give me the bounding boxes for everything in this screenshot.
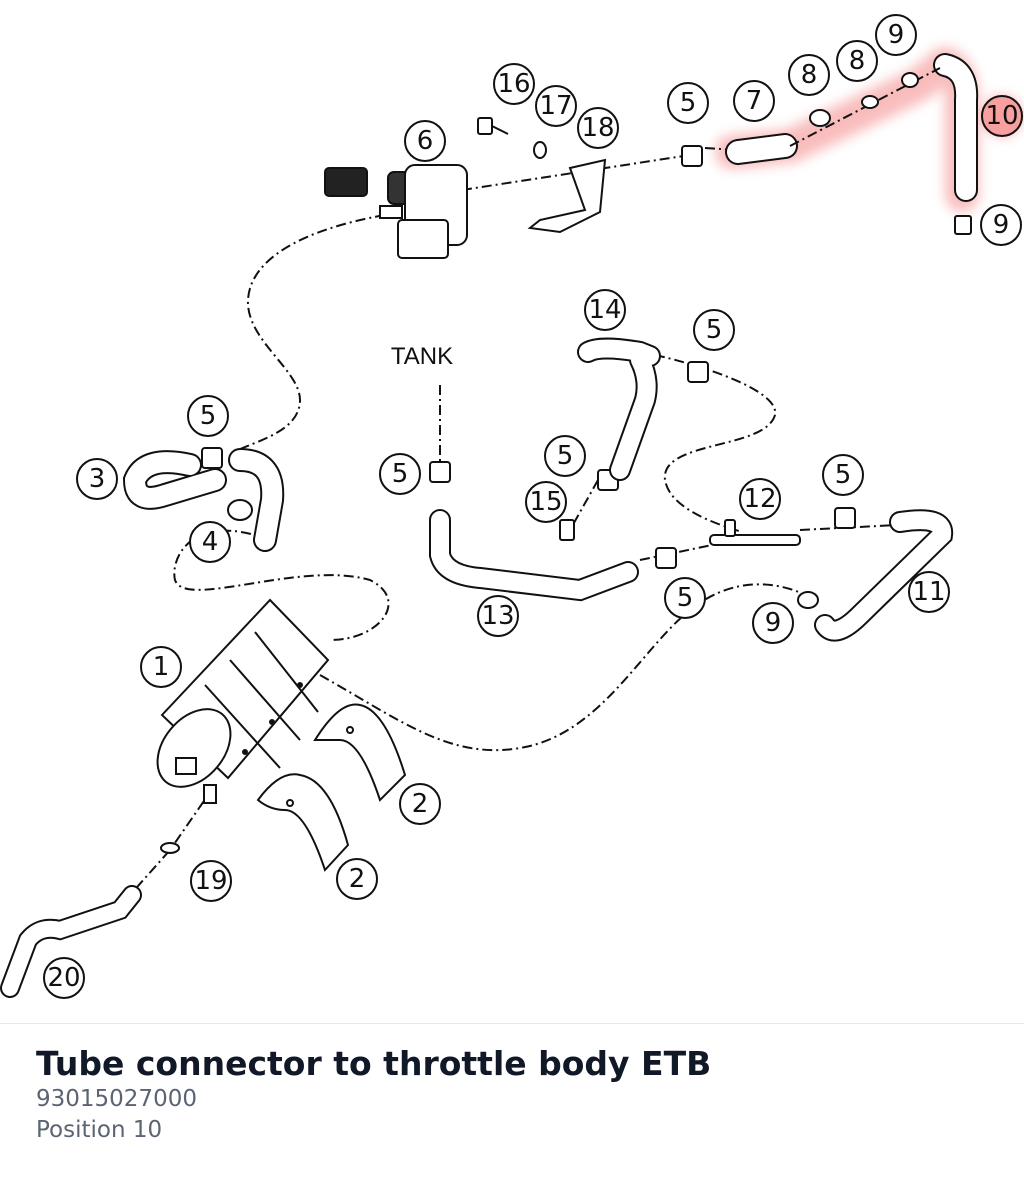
part-11-hose[interactable] [814,509,954,642]
callout-9-right[interactable] [980,204,1022,246]
callout-labels: 16 17 18 6 5 7 8 8 9 10 9 14 5 5 3 4 5 5… [47,20,1018,993]
callout-5-lower[interactable] [664,577,706,619]
callout-6[interactable] [404,120,446,162]
part-2-strap-a[interactable] [313,703,407,802]
callout-5-upper-mid[interactable] [693,309,735,351]
callout-label: 5 [392,459,409,489]
callout-label: 12 [743,484,776,514]
part-15-connector[interactable] [559,519,575,541]
callout-12[interactable] [739,478,781,520]
part-12-tee-connector[interactable] [709,519,801,546]
callout-label: 9 [888,20,905,50]
exploded-parts-diagram: TANK 16 17 18 6 [0,14,1023,999]
callout-label: 5 [557,441,574,471]
callout-label: 13 [481,601,514,631]
callout-label: 4 [202,527,219,557]
callout-15[interactable] [525,481,567,523]
callout-3[interactable] [76,458,118,500]
callout-label: 5 [200,401,217,431]
part-position: Position 10 [36,1117,163,1143]
callout-label: 5 [706,315,723,345]
part-10-highlight[interactable] [715,47,1022,212]
callout-16[interactable] [493,63,535,105]
part-16-bolt[interactable] [477,117,509,135]
part-13-hose[interactable] [429,509,639,602]
callout-label: 16 [497,69,530,99]
callout-label: 20 [47,963,80,993]
part-info: Tube connector to throttle body ETB 9301… [36,1044,711,1146]
clips [201,72,972,609]
callout-7[interactable] [733,80,775,122]
part-6-purge-valve[interactable] [324,164,468,259]
callout-5-center[interactable] [544,435,586,477]
callout-9-lower[interactable] [752,602,794,644]
part-3-hose[interactable] [122,448,285,552]
callout-9-top[interactable] [875,14,917,56]
part-title: Tube connector to throttle body ETB [36,1044,712,1083]
callout-label: 2 [349,864,366,894]
callout-13[interactable] [477,595,519,637]
part-17-washer[interactable] [533,141,547,159]
callout-label: 2 [412,789,429,819]
callout-label: 8 [801,60,818,90]
callout-label: 15 [529,487,562,517]
part-18-bracket[interactable] [527,158,607,234]
tank-label: TANK [391,343,453,370]
callout-20[interactable] [43,957,85,999]
divider [0,1023,1024,1024]
part-number: 93015027000 [36,1086,197,1112]
part-19-clip[interactable] [160,842,180,854]
callout-label: 8 [849,46,866,76]
callout-label: 5 [835,460,852,490]
callout-1[interactable] [140,646,182,688]
part-2-strap-b[interactable] [256,773,350,872]
callout-5-tank[interactable] [379,453,421,495]
callout-label: 9 [993,210,1010,240]
callout-18[interactable] [577,107,619,149]
callout-14[interactable] [584,289,626,331]
part-20-tube[interactable] [0,885,142,998]
callouts [43,14,1023,999]
callout-label: 19 [194,866,227,896]
callout-2-upper[interactable] [399,783,441,825]
callout-4[interactable] [189,521,231,563]
callout-5-right[interactable] [822,454,864,496]
callout-label: 1 [153,652,170,682]
part-7-hose[interactable] [725,133,798,165]
callout-17[interactable] [535,85,577,127]
callout-19[interactable] [190,860,232,902]
callout-label: 9 [765,608,782,638]
callout-5-left[interactable] [187,395,229,437]
callout-label: 5 [680,88,697,118]
callout-5-top[interactable] [667,82,709,124]
part-1-canister[interactable] [143,598,330,804]
callout-label: 6 [417,126,434,156]
callout-8-right[interactable] [836,40,878,82]
callout-label: 11 [912,577,945,607]
callout-label: 10 [985,101,1018,131]
callout-2-lower[interactable] [336,858,378,900]
routing-lines [129,147,899,896]
callout-label: 17 [539,91,572,121]
callout-label: 14 [588,295,621,325]
callout-11[interactable] [908,571,950,613]
part-14-hose[interactable] [577,337,661,481]
callout-label: 5 [677,583,694,613]
callout-10[interactable] [981,95,1023,137]
callout-8-left[interactable] [788,54,830,96]
callout-label: 7 [746,86,763,116]
callout-label: 18 [581,113,614,143]
callout-label: 3 [89,464,106,494]
